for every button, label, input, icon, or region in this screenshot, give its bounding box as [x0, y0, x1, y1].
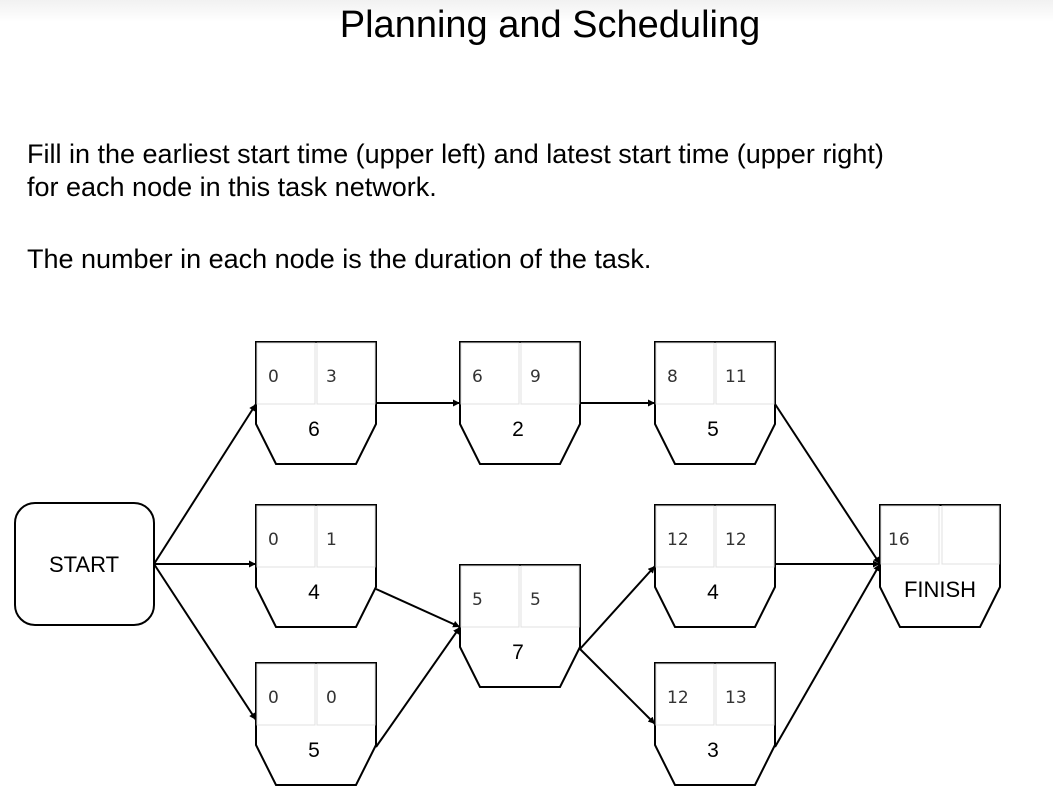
task-node-d: 6 9 2 [459, 341, 581, 465]
instruction-line-2: for each node in this task network. [27, 172, 437, 202]
latest-start-value: 1 [326, 530, 337, 550]
earliest-start-cell[interactable] [655, 663, 715, 726]
edge-c-to-e [375, 626, 461, 748]
latest-start-cell[interactable] [520, 342, 580, 405]
task-node-g: 12 12 4 [654, 504, 776, 628]
instruction-line-1: Fill in the earliest start time (upper l… [27, 139, 884, 169]
task-duration: 7 [512, 641, 524, 664]
finish-label: FINISH [904, 577, 976, 602]
start-node-shape [14, 502, 155, 626]
earliest-start-value: 16 [888, 530, 910, 550]
latest-start-cell[interactable] [316, 342, 376, 405]
task-node-c: 0 0 5 [255, 662, 377, 786]
earliest-start-cell[interactable] [256, 342, 316, 405]
edge-start-to-c [153, 563, 257, 721]
task-node-h: 12 13 3 [654, 662, 776, 786]
earliest-start-cell[interactable] [256, 505, 316, 568]
edge-start-to-a [153, 403, 257, 565]
page-title: Planning and Scheduling [339, 4, 761, 46]
latest-start-cell[interactable] [715, 342, 775, 405]
earliest-start-cell[interactable] [460, 565, 520, 628]
task-node-a: 0 3 6 [255, 341, 377, 465]
earliest-start-value: 0 [268, 367, 279, 387]
earliest-start-cell[interactable] [880, 505, 940, 565]
start-label: START [49, 552, 119, 577]
latest-start-value: 0 [326, 688, 337, 708]
earliest-start-cell[interactable] [655, 342, 715, 405]
edge-e-to-g [579, 565, 656, 650]
task-duration: 5 [308, 739, 320, 762]
earliest-start-value: 12 [667, 530, 689, 550]
latest-start-cell[interactable] [941, 505, 1000, 565]
edge-h-to-finish [774, 563, 881, 748]
latest-start-cell[interactable] [715, 505, 775, 568]
instruction-line-3: The number in each node is the duration … [27, 244, 652, 274]
task-duration: 3 [707, 739, 719, 762]
latest-start-value: 12 [725, 530, 747, 550]
latest-start-value: 11 [725, 367, 747, 387]
task-node-e: 5 5 7 [459, 564, 581, 688]
latest-start-value: 5 [530, 590, 541, 610]
latest-start-cell[interactable] [316, 505, 376, 568]
task-duration: 4 [707, 581, 719, 604]
edge-b-to-e [375, 588, 461, 628]
edge-f-to-finish [774, 403, 881, 565]
task-duration: 4 [308, 581, 320, 604]
earliest-start-cell[interactable] [460, 342, 520, 405]
edges-layer [153, 399, 881, 748]
latest-start-value: 13 [725, 688, 747, 708]
top-shade [0, 0, 1053, 22]
earliest-start-value: 0 [268, 688, 279, 708]
latest-start-cell[interactable] [715, 663, 775, 726]
latest-start-cell[interactable] [520, 565, 580, 628]
earliest-start-value: 12 [667, 688, 689, 708]
task-node-f: 8 11 5 [654, 341, 776, 465]
latest-start-cell[interactable] [316, 663, 376, 726]
task-duration: 6 [308, 418, 320, 441]
earliest-start-value: 0 [268, 530, 279, 550]
task-duration: 2 [512, 418, 524, 441]
earliest-start-cell[interactable] [655, 505, 715, 568]
earliest-start-value: 6 [472, 367, 483, 387]
latest-start-value: 3 [326, 367, 337, 387]
edge-e-to-h [579, 648, 656, 725]
task-node-b: 0 1 4 [255, 504, 377, 628]
earliest-start-value: 8 [667, 367, 678, 387]
latest-start-value: 9 [530, 367, 541, 387]
task-duration: 5 [707, 418, 719, 441]
earliest-start-cell[interactable] [256, 663, 316, 726]
start-node: START [14, 502, 155, 626]
earliest-start-value: 5 [472, 590, 483, 610]
